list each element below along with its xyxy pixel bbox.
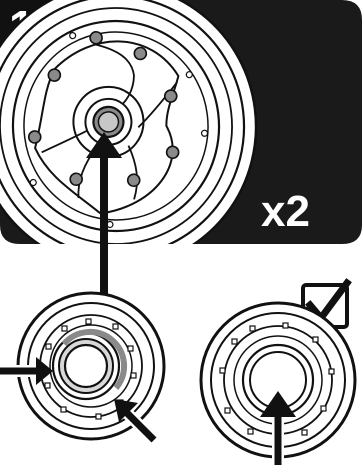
bearing-closeup-before-icon xyxy=(0,293,164,440)
bearing-closeup-after-icon xyxy=(201,303,355,465)
multiplier-label: x2 xyxy=(261,187,310,236)
